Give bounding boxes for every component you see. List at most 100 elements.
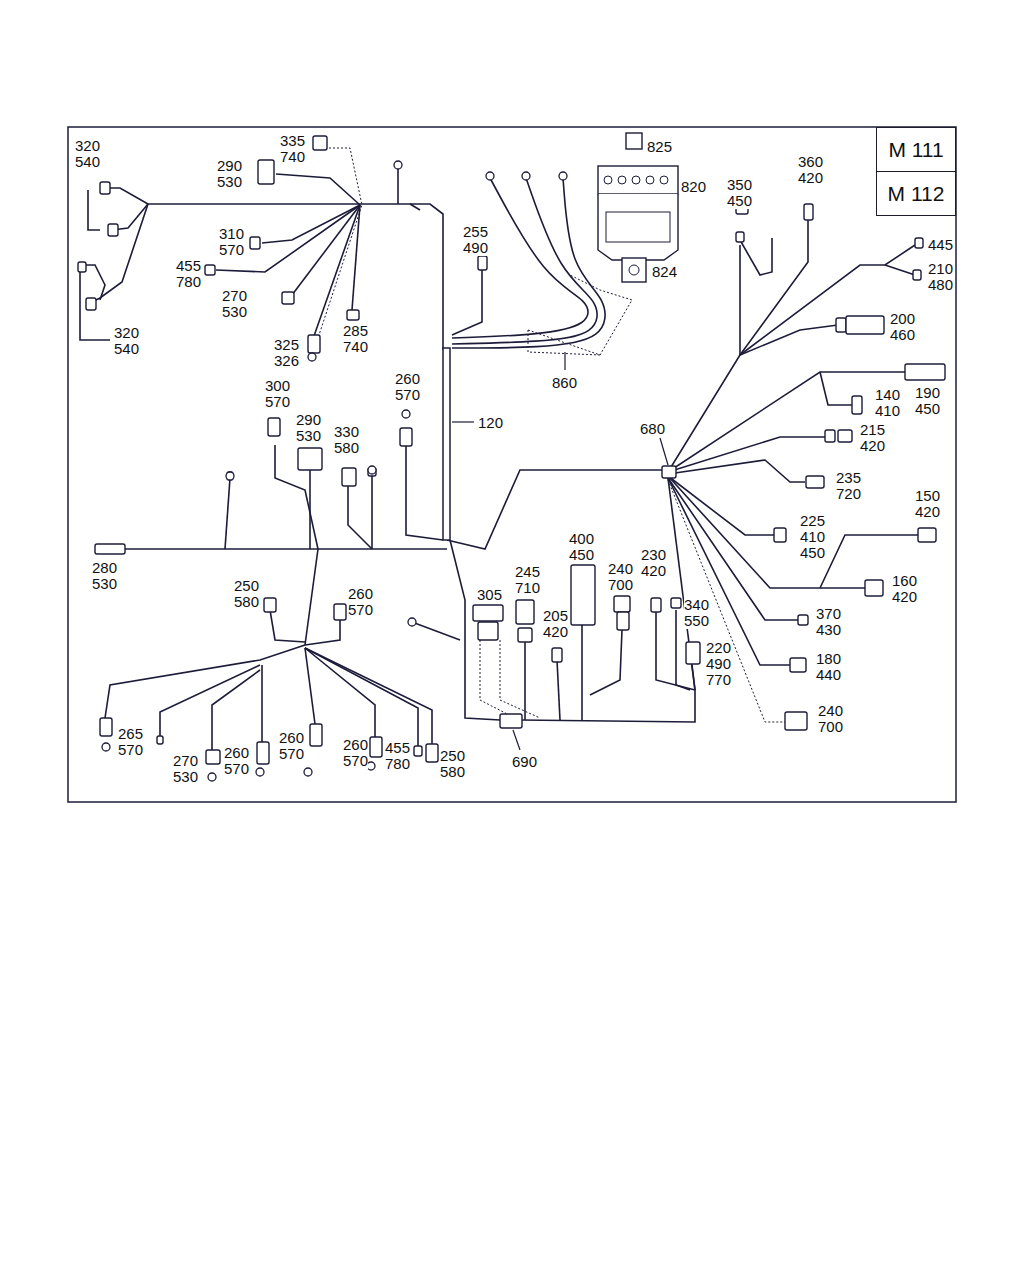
plug-symbol bbox=[790, 658, 806, 672]
wire bbox=[105, 645, 305, 718]
callout-number: 860 bbox=[552, 375, 577, 391]
plug-symbol bbox=[798, 615, 808, 625]
wire bbox=[160, 665, 260, 738]
relay-module bbox=[598, 133, 678, 282]
plug-symbol bbox=[671, 598, 681, 608]
model-code: M 111 bbox=[888, 138, 943, 162]
terminal-symbol bbox=[256, 768, 264, 776]
callout-number: 350 450 bbox=[727, 177, 752, 209]
plug-symbol bbox=[736, 232, 744, 242]
plug-symbol bbox=[651, 598, 661, 612]
callout-number: 150 420 bbox=[915, 488, 940, 520]
plug-symbol bbox=[100, 718, 112, 736]
dashed-wires bbox=[318, 148, 785, 722]
plug-symbol bbox=[516, 600, 534, 624]
plug-symbol bbox=[865, 580, 883, 596]
callout-number: 210 480 bbox=[928, 261, 953, 293]
plug-symbol bbox=[426, 744, 438, 762]
plug-symbol bbox=[825, 430, 835, 442]
plug-symbol bbox=[258, 160, 274, 184]
wire bbox=[371, 472, 373, 549]
wire bbox=[276, 174, 360, 205]
plug-symbol bbox=[552, 648, 562, 662]
plug-symbol bbox=[313, 136, 327, 150]
callout-number: 325 326 bbox=[274, 337, 299, 369]
plug-symbol bbox=[298, 448, 322, 470]
callout-number: 290 530 bbox=[296, 412, 321, 444]
leader-line bbox=[452, 421, 474, 422]
plug-symbol bbox=[905, 364, 945, 380]
wire bbox=[305, 648, 432, 745]
plug-symbol bbox=[308, 335, 320, 353]
plug-symbol bbox=[370, 737, 382, 757]
callout-number: 240 700 bbox=[818, 703, 843, 735]
wire bbox=[148, 204, 443, 350]
wire bbox=[305, 648, 418, 748]
dashed-wire bbox=[528, 330, 600, 355]
callout-number: 290 530 bbox=[217, 158, 242, 190]
callout-number: 270 530 bbox=[222, 288, 247, 320]
wire bbox=[397, 168, 399, 204]
wire bbox=[452, 270, 482, 335]
terminal-symbol bbox=[522, 172, 530, 180]
wire bbox=[740, 245, 915, 355]
callout-number: 260 570 bbox=[348, 586, 373, 618]
callout-number: 260 570 bbox=[279, 730, 304, 762]
callout-number: 455 780 bbox=[176, 258, 201, 290]
wire bbox=[668, 476, 775, 535]
wire bbox=[740, 238, 772, 275]
callout-number: 205 420 bbox=[543, 608, 568, 640]
callout-number: 320 540 bbox=[75, 138, 100, 170]
callout-number: 230 420 bbox=[641, 547, 666, 579]
plug-symbol bbox=[686, 642, 700, 664]
terminal-symbol bbox=[208, 773, 216, 781]
wire bbox=[92, 204, 148, 302]
terminal-symbol bbox=[368, 466, 376, 474]
plug-symbol bbox=[804, 204, 813, 220]
plug-symbol bbox=[227, 472, 233, 480]
wire bbox=[406, 445, 443, 540]
wire bbox=[668, 245, 740, 472]
plug-symbol bbox=[478, 622, 498, 640]
dashed-wire bbox=[528, 275, 632, 355]
callout-number: 690 bbox=[512, 754, 537, 770]
terminal-symbol bbox=[367, 762, 375, 770]
wire bbox=[352, 205, 360, 310]
plug-symbol bbox=[836, 318, 846, 332]
wire bbox=[261, 665, 263, 742]
callout-number: 310 570 bbox=[219, 226, 244, 258]
plug-symbol bbox=[400, 428, 412, 446]
callout-number: 160 420 bbox=[892, 573, 917, 605]
wire bbox=[668, 372, 905, 472]
wire bbox=[524, 640, 526, 720]
callout-number: 680 bbox=[640, 421, 665, 437]
terminal-symbol bbox=[486, 172, 494, 180]
dashed-wire bbox=[500, 640, 540, 718]
callout-number: 190 450 bbox=[915, 385, 940, 417]
plug-symbol bbox=[774, 528, 786, 542]
callout-number: 270 530 bbox=[173, 753, 198, 785]
plug-symbol bbox=[571, 565, 595, 625]
wire bbox=[668, 460, 805, 482]
callout-number: 360 420 bbox=[798, 154, 823, 186]
terminal-symbol bbox=[394, 161, 402, 169]
model-code: M 112 bbox=[888, 182, 945, 206]
callout-number: 250 580 bbox=[440, 748, 465, 780]
wire bbox=[292, 205, 360, 295]
wire bbox=[410, 204, 420, 210]
callout-number: 180 440 bbox=[816, 651, 841, 683]
plug-symbol bbox=[347, 310, 359, 320]
wire bbox=[309, 468, 311, 549]
callout-number: 245 710 bbox=[515, 564, 540, 596]
connectors bbox=[78, 136, 945, 764]
callout-number: 225 410 450 bbox=[800, 513, 825, 561]
leaders bbox=[452, 352, 668, 750]
plug-symbol bbox=[806, 476, 824, 488]
wire bbox=[412, 622, 460, 640]
callout-number: 260 570 bbox=[343, 737, 368, 769]
plug-symbol bbox=[617, 612, 629, 630]
callout-number: 824 bbox=[652, 264, 677, 280]
wire bbox=[270, 610, 305, 642]
wire bbox=[452, 178, 588, 338]
